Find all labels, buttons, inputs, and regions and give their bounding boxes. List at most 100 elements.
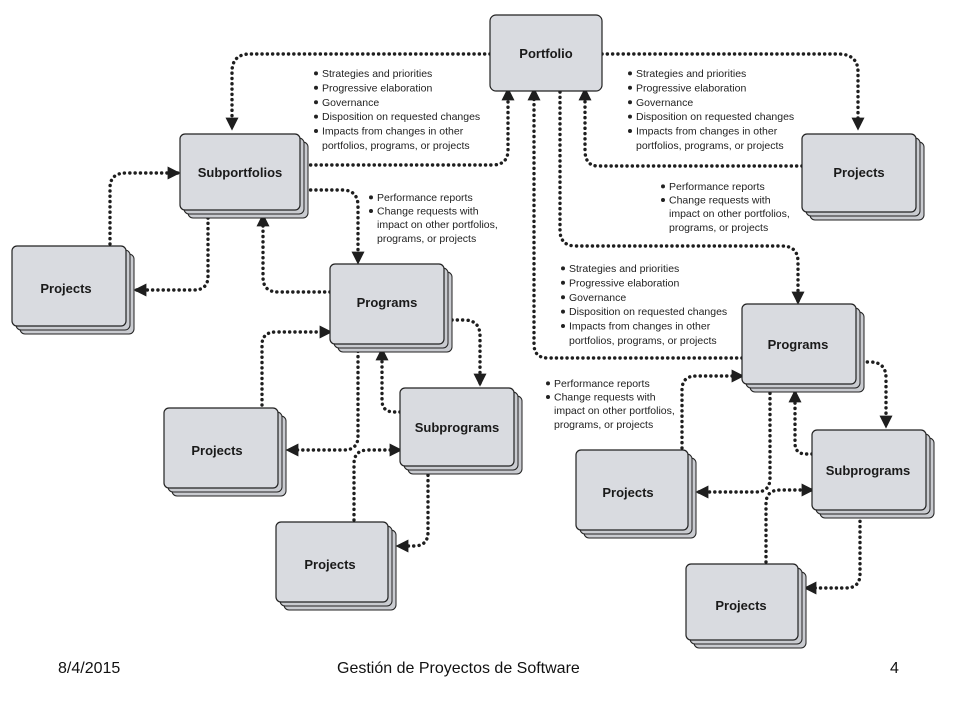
note-line: Progressive elaboration <box>569 277 679 289</box>
bullet-dot <box>561 324 565 328</box>
note-line: portfolios, programs, or projects <box>322 140 470 152</box>
bullet-dot <box>561 266 565 271</box>
bullet-dot <box>628 114 632 119</box>
connector-projects-right-mid-to-programs-right <box>680 369 745 450</box>
bullet-dot <box>314 100 318 105</box>
bullet-dot <box>561 295 565 300</box>
note-line: Disposition on requested changes <box>569 306 727 318</box>
note-line: Impacts from changes in other <box>322 126 464 138</box>
node-subprograms-right: Subprograms <box>811 429 935 519</box>
portfolio-structure-diagram: Portfolio Subportfolios Projects Project… <box>11 14 935 649</box>
bullet-dot <box>661 184 665 189</box>
node-projects-left: Projects <box>11 245 135 335</box>
node-label: Programs <box>768 337 829 352</box>
note-line: programs, or projects <box>377 233 476 245</box>
note-line: Governance <box>322 97 379 109</box>
connector-projects-left-mid-to-programs-left <box>260 325 333 407</box>
note-line: Governance <box>569 292 626 304</box>
node-projects-right-mid: Projects <box>575 449 697 539</box>
bullet-dot <box>561 309 565 314</box>
note-line: impact on other portfolios, <box>669 208 790 220</box>
connector-projects-left-bottom-to-subprograms-left <box>352 443 403 522</box>
bullet-dot <box>628 71 632 76</box>
connector-subprograms-right-to-projects-right-bottom <box>803 514 862 595</box>
node-programs-left: Programs <box>329 263 453 353</box>
note-line: Performance reports <box>669 181 765 193</box>
bullet-dot <box>546 381 550 386</box>
node-subprograms-left: Subprograms <box>399 387 523 475</box>
bullet-dot <box>314 129 318 133</box>
note-line: Impacts from changes in other <box>636 126 778 138</box>
note-line: Disposition on requested changes <box>322 111 480 123</box>
connector-programs-right-to-projects-right-mid <box>695 386 772 499</box>
note-line: Strategies and priorities <box>322 68 432 80</box>
node-label: Projects <box>304 557 355 572</box>
note-line: programs, or projects <box>669 222 768 234</box>
bullet-dot <box>661 198 665 202</box>
connector-subportfolios-to-projects-left <box>133 216 210 297</box>
bullet-dot <box>628 100 632 105</box>
node-label: Projects <box>715 598 766 613</box>
node-label: Subprograms <box>415 420 500 435</box>
node-projects-right-bottom: Projects <box>685 563 807 649</box>
connector-projects-right-bottom-to-subprograms-right <box>764 483 815 564</box>
note-line: Progressive elaboration <box>322 82 432 94</box>
note-line: Change requests with <box>554 392 656 404</box>
bullet-dot <box>628 85 632 90</box>
node-subportfolios: Subportfolios <box>179 133 309 219</box>
bullet-dot <box>369 209 373 213</box>
note-line: Performance reports <box>377 192 473 204</box>
node-portfolio: Portfolio <box>489 14 603 92</box>
connector-programs-left-to-subportfolios <box>256 213 332 294</box>
node-label: Projects <box>833 165 884 180</box>
footer-date: 8/4/2015 <box>58 660 121 677</box>
note-line: impact on other portfolios, <box>377 219 498 231</box>
note-line: Governance <box>636 97 693 109</box>
connector-portfolio-to-subportfolios <box>225 52 492 131</box>
bullet-dot <box>314 85 318 90</box>
bullet-dot <box>314 114 318 119</box>
note-line: portfolios, programs, or projects <box>569 335 717 347</box>
note-line: Performance reports <box>554 378 650 390</box>
connector-programs-right-to-portfolio <box>527 87 744 360</box>
note-line: Change requests with <box>377 206 479 218</box>
connector-subprograms-left-to-projects-left-bottom <box>395 468 430 553</box>
note-line: Impacts from changes in other <box>569 321 711 333</box>
connector-programs-right-to-subprograms-right <box>860 360 893 429</box>
connector-programs-left-to-subprograms-left <box>450 318 487 387</box>
note-line: impact on other portfolios, <box>554 405 675 417</box>
node-label: Projects <box>40 281 91 296</box>
connector-portfolio-to-programs-right <box>558 90 805 305</box>
node-label: Projects <box>602 485 653 500</box>
connector-subprograms-right-to-programs-right <box>788 389 814 456</box>
note-line: Disposition on requested changes <box>636 111 794 123</box>
note-line: Progressive elaboration <box>636 82 746 94</box>
node-projects-left-mid: Projects <box>163 407 287 497</box>
node-projects-right-top: Projects <box>801 133 925 221</box>
node-programs-right: Programs <box>741 303 865 393</box>
bullet-dot <box>546 395 550 399</box>
bullet-dot <box>314 71 318 76</box>
bullet-dot <box>628 129 632 133</box>
note-line: portfolios, programs, or projects <box>636 140 784 152</box>
node-label: Programs <box>357 295 418 310</box>
bullet-dot <box>561 280 565 285</box>
footer-title: Gestión de Proyectos de Software <box>337 660 580 677</box>
node-label: Projects <box>191 443 242 458</box>
connector-programs-left-to-projects-left-mid <box>285 344 360 457</box>
node-label: Subportfolios <box>198 165 283 180</box>
connector-subprograms-left-to-programs-left <box>375 347 402 414</box>
connector-projects-left-to-subportfolios <box>108 166 181 246</box>
connector-portfolio-to-projects-right-top <box>600 52 865 131</box>
connector-subportfolios-to-portfolio <box>298 87 515 167</box>
node-label: Portfolio <box>519 46 572 61</box>
node-projects-left-bottom: Projects <box>275 521 397 611</box>
node-label: Subprograms <box>826 463 911 478</box>
footer-page-number: 4 <box>890 660 899 677</box>
